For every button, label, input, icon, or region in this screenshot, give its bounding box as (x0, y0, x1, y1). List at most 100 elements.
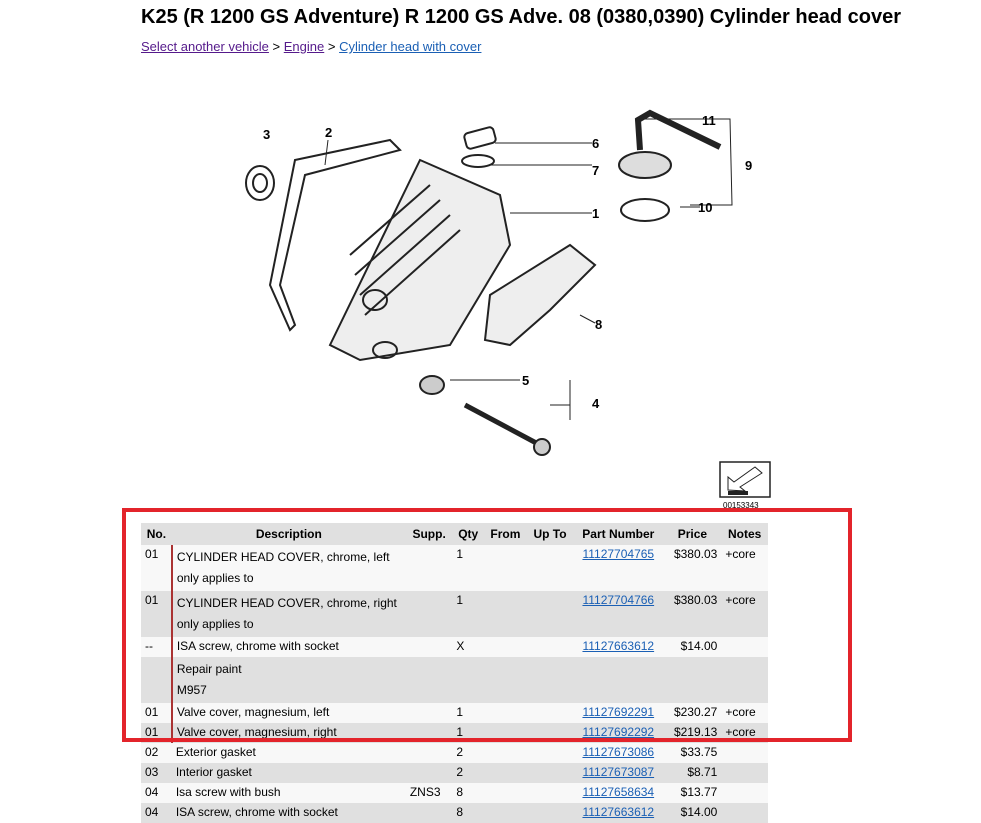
part-number-link[interactable]: 11127663612 (582, 639, 655, 653)
row-no: 03 (141, 763, 172, 783)
row-up-to (526, 803, 574, 823)
callout-2: 2 (325, 125, 332, 140)
callout-10: 10 (698, 200, 712, 215)
row-no: 01 (141, 723, 172, 743)
row-price: $8.71 (663, 763, 722, 783)
row-supplement (405, 657, 453, 703)
part-number-link[interactable]: 11127673086 (582, 745, 655, 759)
callout-11: 11 (702, 113, 716, 128)
table-row: --ISA screw, chrome with socket X 11127663… (141, 637, 768, 657)
row-from (484, 591, 527, 637)
breadcrumb-engine[interactable]: Engine (283, 39, 325, 54)
callout-3: 3 (263, 127, 270, 142)
callout-5: 5 (522, 373, 529, 388)
row-description: Isa screw with bush (171, 783, 406, 803)
row-price: $13.77 (663, 783, 722, 803)
breadcrumb-select-vehicle[interactable]: Select another vehicle (141, 39, 269, 54)
part-number-link[interactable]: 11127673087 (582, 765, 655, 779)
parts-table: No. Description Supp. Qty From Up To Par… (141, 523, 768, 823)
row-price: $230.27 (663, 703, 722, 723)
row-up-to (526, 723, 574, 743)
row-up-to (526, 545, 574, 591)
row-no: 01 (141, 545, 172, 591)
row-notes: +core (721, 723, 768, 743)
row-notes (721, 657, 768, 703)
row-no: 01 (141, 591, 172, 637)
row-up-to (526, 591, 574, 637)
row-price: $14.00 (663, 637, 722, 657)
row-supplement: ZNS3 (405, 783, 453, 803)
callout-7: 7 (592, 163, 599, 178)
row-price: $33.75 (663, 743, 722, 763)
row-qty (452, 657, 484, 703)
table-header: No. Description Supp. Qty From Up To Par… (141, 523, 768, 545)
row-price: $14.00 (663, 803, 722, 823)
row-supplement (405, 637, 453, 657)
part-number-link[interactable]: 11127692292 (582, 725, 655, 739)
callout-8: 8 (595, 317, 602, 332)
row-price: $380.03 (663, 591, 722, 637)
part-number-link[interactable]: 11127663612 (582, 805, 655, 819)
row-description: Interior gasket (171, 763, 406, 783)
breadcrumb-cylinder-head[interactable]: Cylinder head with cover (339, 39, 482, 54)
part-number-link[interactable]: 11127658634 (582, 785, 655, 799)
row-from (484, 637, 527, 657)
row-notes (721, 783, 768, 803)
row-from (484, 545, 527, 591)
row-from (484, 703, 527, 723)
row-notes (721, 763, 768, 783)
row-description: Valve cover, magnesium, left (170, 703, 406, 723)
row-supplement (405, 763, 453, 783)
row-up-to (526, 637, 574, 657)
callout-4: 4 (592, 396, 600, 411)
row-no: 01 (141, 703, 172, 723)
next-arrow-icon[interactable] (719, 461, 771, 498)
row-notes: +core (721, 545, 768, 591)
callout-6: 6 (592, 136, 599, 151)
row-qty: 2 (452, 763, 484, 783)
part-number-link[interactable]: 11127692291 (582, 705, 655, 719)
part-number-link[interactable]: 11127704765 (582, 547, 655, 561)
row-description: Valve cover, magnesium, right (170, 723, 406, 743)
row-supplement (405, 591, 453, 637)
row-qty: X (452, 637, 484, 657)
row-up-to (526, 743, 574, 763)
row-no (141, 657, 172, 703)
row-supplement (405, 723, 453, 743)
row-notes: +core (721, 703, 768, 723)
row-supplement (405, 743, 453, 763)
part-number-link[interactable]: 11127704766 (582, 593, 655, 607)
row-from (484, 743, 527, 763)
row-description: ISA screw, chrome with socket (170, 637, 406, 657)
row-notes (721, 743, 768, 763)
callout-1: 1 (592, 206, 599, 221)
row-supplement (405, 703, 453, 723)
row-price: $219.13 (663, 723, 722, 743)
row-notes (721, 637, 768, 657)
row-qty: 2 (452, 743, 484, 763)
row-qty: 1 (452, 703, 484, 723)
page-title: K25 (R 1200 GS Adventure) R 1200 GS Adve… (141, 6, 901, 28)
row-qty: 1 (452, 723, 484, 743)
row-from (484, 783, 527, 803)
row-qty: 8 (452, 783, 484, 803)
row-notes (721, 803, 768, 823)
row-notes: +core (721, 591, 768, 637)
row-no: -- (141, 637, 172, 657)
row-from (484, 763, 527, 783)
row-no: 04 (141, 803, 172, 823)
row-supplement (405, 803, 453, 823)
row-up-to (526, 763, 574, 783)
row-description: Exterior gasket (171, 743, 406, 763)
row-up-to (526, 703, 574, 723)
row-price (663, 657, 722, 703)
